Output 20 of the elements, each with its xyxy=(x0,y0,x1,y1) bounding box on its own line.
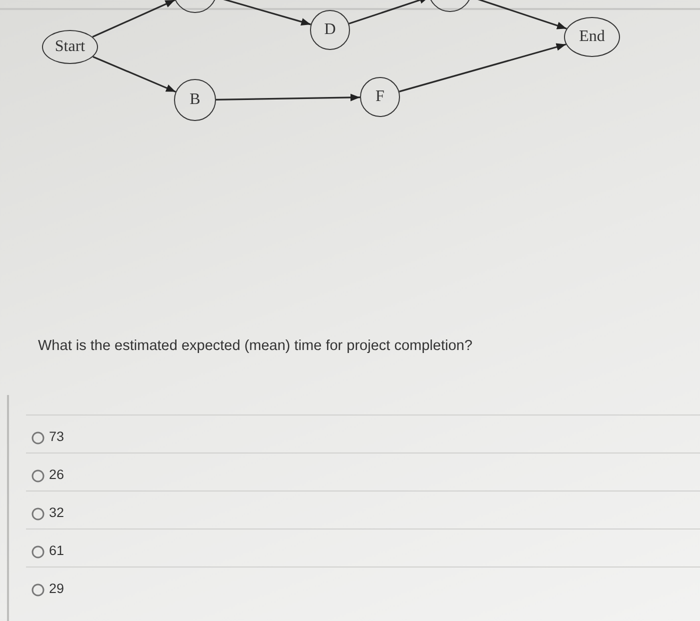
answer-option: 61 xyxy=(49,543,64,558)
answer-option: 32 xyxy=(49,505,64,520)
node-label: End xyxy=(579,28,605,46)
question-text: What is the estimated expected (mean) time for project completion? xyxy=(38,338,472,354)
arrow xyxy=(399,43,566,92)
circle-node xyxy=(360,77,400,117)
node-label: B xyxy=(190,91,200,109)
circle-node xyxy=(310,10,350,50)
answer-option: 29 xyxy=(49,581,64,596)
answer-option: 26 xyxy=(49,467,64,482)
node-label: D xyxy=(324,21,336,39)
ellipse-node xyxy=(564,17,620,57)
arrow xyxy=(92,56,176,93)
node-label: F xyxy=(376,88,384,106)
ellipse-node xyxy=(42,30,98,64)
arrow xyxy=(92,0,176,38)
node-label: Start xyxy=(54,38,86,56)
answer-option: 73 xyxy=(49,429,64,444)
circle-node xyxy=(174,79,216,121)
arrow xyxy=(216,94,360,102)
